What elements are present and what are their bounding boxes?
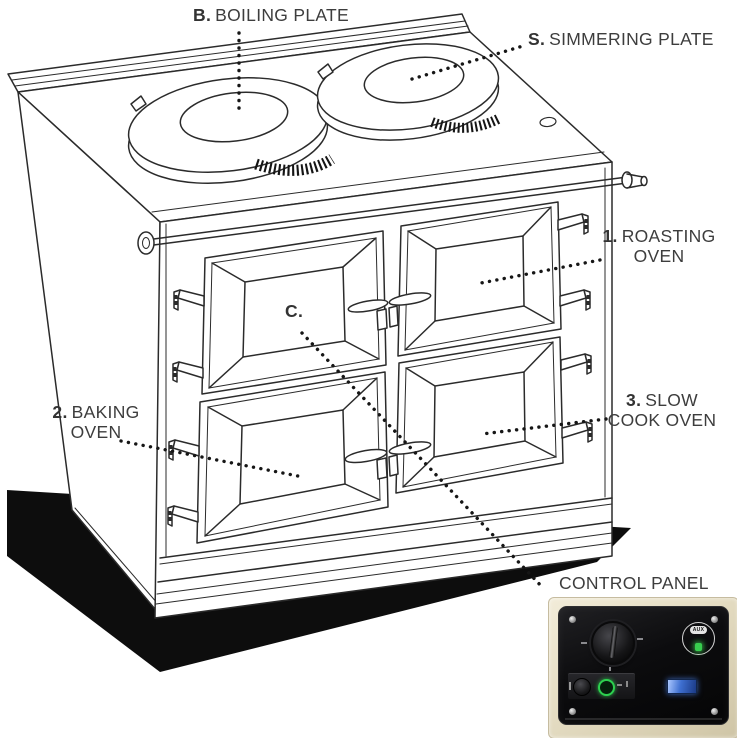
label-simmering-text: SIMMERING PLATE — [549, 29, 714, 49]
label-boiling-plate: B.BOILING PLATE — [193, 5, 349, 25]
label-simmering-plate: S.SIMMERING PLATE — [528, 29, 714, 49]
backsplash — [7, 13, 471, 93]
label-slow-cook-text: SLOW — [645, 390, 698, 410]
screw-icon — [569, 616, 576, 623]
callout-line-simmering — [410, 44, 525, 81]
callout-line-roasting — [479, 258, 602, 285]
label-boiling-prefix: B. — [193, 5, 212, 25]
label-roasting-prefix: 1. — [602, 226, 618, 246]
screw-icon — [569, 708, 576, 715]
door-baking-oven — [167, 371, 389, 544]
label-baking-text-2: OVEN — [70, 422, 122, 442]
label-baking-prefix: 2. — [52, 402, 68, 422]
callout-line-control — [300, 331, 546, 591]
panel-reflection — [565, 718, 722, 720]
door-roasting-oven — [397, 201, 591, 357]
label-baking-text: BAKING — [71, 402, 140, 422]
module-scale-mark — [569, 682, 571, 690]
screw-icon — [711, 708, 718, 715]
control-panel-photo: AUX — [548, 597, 737, 738]
door-top-left — [172, 230, 387, 395]
label-roasting-text-2: OVEN — [633, 246, 685, 266]
label-slow-cook-text-2: COOK OVEN — [607, 410, 717, 430]
towel-rail — [137, 171, 648, 255]
label-slow-cook-prefix: 3. — [626, 390, 642, 410]
vent-hole — [539, 116, 557, 128]
door-handles — [344, 292, 432, 480]
label-baking-oven: 2.BAKING OVEN — [28, 402, 164, 442]
timer-module — [568, 673, 635, 699]
callout-line-slow-cook — [480, 417, 608, 436]
selector-knob — [591, 621, 635, 665]
module-mark — [617, 684, 622, 686]
callout-line-baking — [119, 439, 300, 478]
label-boiling-text: BOILING PLATE — [215, 5, 350, 25]
label-control-marker: C. — [285, 301, 307, 321]
label-control-marker-prefix: C. — [285, 301, 304, 321]
knob-tick-bottom — [609, 667, 611, 671]
knob-tick-left — [581, 642, 587, 644]
module-mark — [626, 681, 628, 687]
control-panel-face: AUX — [558, 606, 729, 725]
aux-indicator-light — [695, 643, 702, 651]
green-ring-button — [598, 679, 615, 696]
label-slow-cook-oven: 3.SLOW COOK OVEN — [592, 390, 732, 430]
label-roasting-oven: 1.ROASTING OVEN — [596, 226, 722, 266]
boiling-plate — [127, 76, 335, 185]
knob-tick-right — [637, 638, 643, 640]
label-control-panel-text: CONTROL PANEL — [559, 573, 709, 593]
digital-display — [667, 679, 697, 694]
timer-knob — [573, 678, 591, 696]
aux-button: AUX — [682, 622, 715, 655]
label-roasting-text: ROASTING — [621, 226, 716, 246]
label-control-panel: CONTROL PANEL — [559, 573, 709, 593]
knob-pointer — [608, 625, 618, 659]
screw-icon — [711, 616, 718, 623]
label-simmering-prefix: S. — [528, 29, 546, 49]
simmering-plate — [316, 43, 501, 141]
aux-label: AUX — [690, 626, 707, 634]
